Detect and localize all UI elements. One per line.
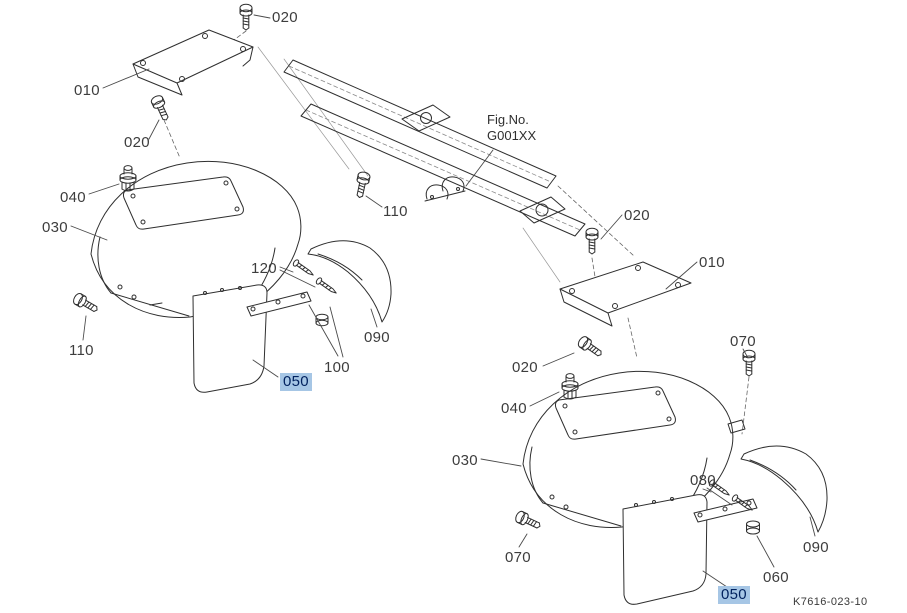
callout-020-left[interactable]: 020 <box>124 134 150 151</box>
bolt-110-left-drawing <box>71 291 101 316</box>
drawing-code: K7616-023-10 <box>793 596 868 608</box>
callout-080[interactable]: 080 <box>690 472 716 489</box>
bolt-070-top-drawing <box>742 349 756 377</box>
callout-040-left[interactable]: 040 <box>60 189 86 206</box>
callout-110-left[interactable]: 110 <box>69 342 94 359</box>
callout-010-left[interactable]: 010 <box>74 82 100 99</box>
fender-right-drawing <box>522 370 746 528</box>
callout-090-left[interactable]: 090 <box>364 329 390 346</box>
fig-no-value: G001XX <box>487 128 537 143</box>
callout-020-right-mid[interactable]: 020 <box>512 359 538 376</box>
frame-rails-drawing <box>283 59 586 237</box>
mud-flap-left-drawing <box>192 284 268 393</box>
bolt-020-right-top-drawing <box>585 227 599 255</box>
callout-050-left-selected[interactable]: 050 <box>280 373 312 391</box>
bolt-110-frame-drawing <box>353 170 372 200</box>
fig-no-label: Fig.No. <box>487 112 529 127</box>
callout-030-left[interactable]: 030 <box>42 219 68 236</box>
callout-040-right[interactable]: 040 <box>501 400 527 417</box>
bolt-020-left-drawing <box>149 93 173 123</box>
callout-060[interactable]: 060 <box>763 569 789 586</box>
callout-110-frame[interactable]: 110 <box>383 203 408 220</box>
leader-lines <box>70 14 816 590</box>
callout-020-right-top[interactable]: 020 <box>624 207 650 224</box>
bracket-left-drawing <box>132 29 254 96</box>
clamp-g001xx-drawing <box>424 176 466 202</box>
screw-120-b-drawing <box>314 276 339 297</box>
callout-070-right-top[interactable]: 070 <box>730 333 756 350</box>
callout-050-right-selected[interactable]: 050 <box>718 586 750 604</box>
nut-stack-040-left-drawing <box>119 165 137 192</box>
projection-lines <box>257 46 561 283</box>
bolt-020-right-mid-drawing <box>575 334 605 361</box>
extension-right-drawing <box>740 445 828 533</box>
callout-070-right-bottom[interactable]: 070 <box>505 549 531 566</box>
callout-010-right[interactable]: 010 <box>699 254 725 271</box>
screw-120-a-drawing <box>291 258 316 279</box>
callout-030-right[interactable]: 030 <box>452 452 478 469</box>
bolt-070-bottom-drawing <box>513 509 543 533</box>
callout-020-bracket-top[interactable]: 020 <box>272 9 298 26</box>
fig-no-reference[interactable]: Fig.No. G001XX <box>487 112 536 144</box>
bracket-right-drawing <box>559 261 692 327</box>
fender-left-drawing <box>90 160 302 318</box>
extension-left-drawing <box>307 240 392 323</box>
mud-flap-right-drawing <box>622 494 708 605</box>
callout-090-right[interactable]: 090 <box>803 539 829 556</box>
callout-100[interactable]: 100 <box>324 359 350 376</box>
callout-120[interactable]: 120 <box>251 260 277 277</box>
nut-060-drawing <box>746 520 760 535</box>
bolt-020-top-drawing <box>239 3 253 31</box>
